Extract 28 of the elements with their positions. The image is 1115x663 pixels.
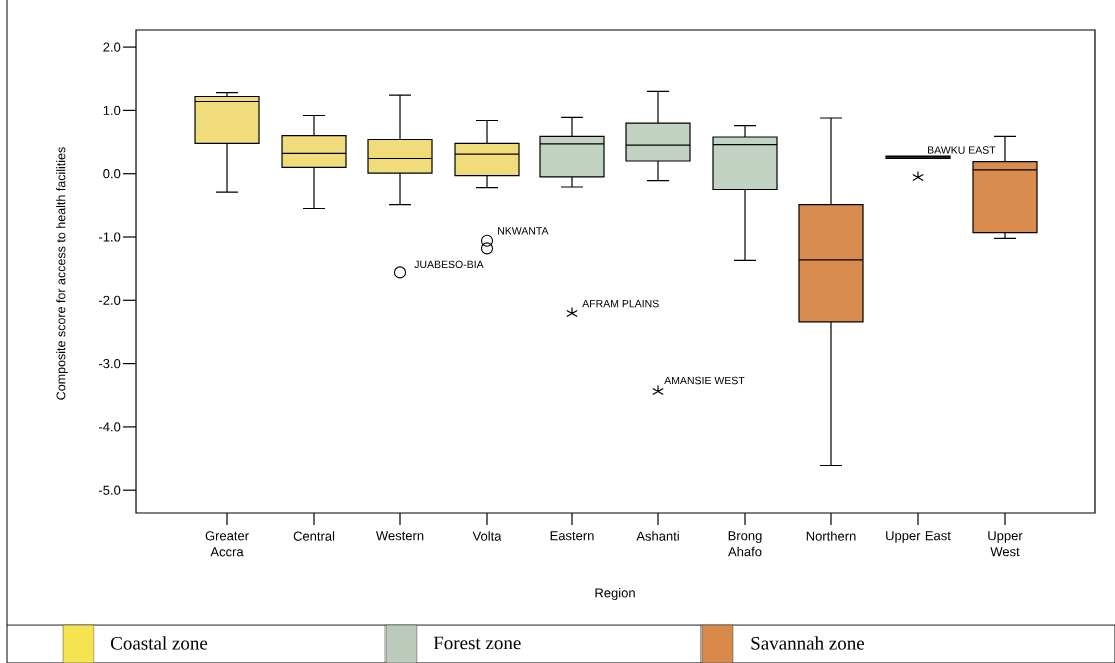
tick-label: 1.0 [103, 105, 121, 115]
tick-label: -3.0 [99, 359, 121, 369]
category-label: Central [293, 531, 335, 541]
category-label: Upper East [886, 531, 951, 543]
category-label: Volta [472, 531, 502, 541]
outlier-label: JUABESO-BIA [414, 260, 484, 269]
tick-label: -1.0 [99, 232, 121, 242]
tick-label: -2.0 [99, 295, 121, 305]
outlier-label: AMANSIE WEST [664, 376, 745, 385]
category-label: Upper West [988, 531, 1023, 557]
tick-label: -5.0 [99, 485, 121, 495]
category-label: Ashanti [636, 531, 679, 541]
category-label: Greater Accra [205, 531, 249, 557]
tick-label: -4.0 [99, 422, 121, 432]
category-label: Brong Ahafo [728, 531, 762, 557]
outlier-label: BAWKU EAST [928, 146, 996, 154]
axis-title: Region [595, 587, 635, 601]
tick-label: 0.0 [103, 169, 121, 179]
legend-label: Coastal zone [111, 636, 208, 650]
category-label: Western [376, 531, 424, 541]
category-label: Northern [806, 531, 856, 541]
outlier-label: AFRAM PLAINS [582, 299, 659, 308]
category-label: Eastern [550, 531, 594, 541]
axis-title: Composite score for access to health facilities [56, 147, 68, 400]
outlier-label: NKWANTA [498, 227, 549, 235]
legend-label: Forest zone [433, 636, 521, 650]
tick-label: 2.0 [103, 42, 121, 52]
legend-label: Savannah zone [751, 636, 865, 650]
